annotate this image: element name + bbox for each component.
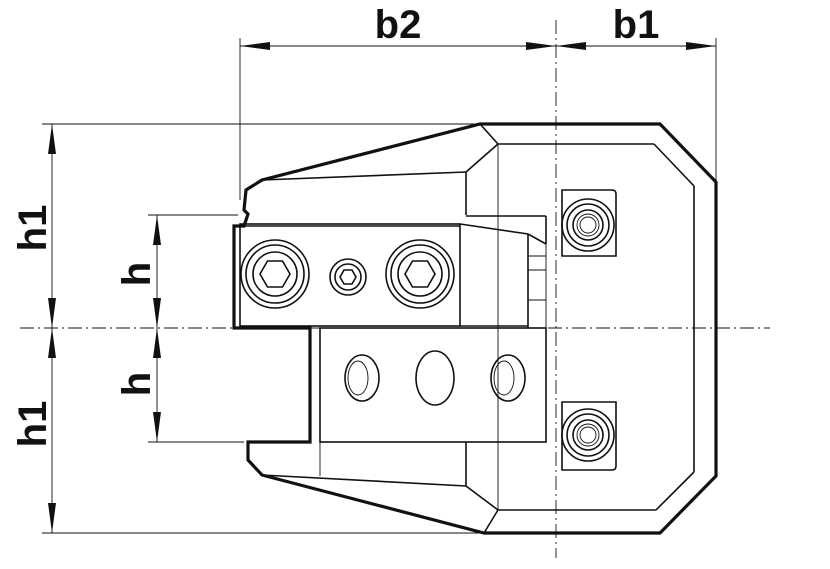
socket-screw-small: [329, 258, 367, 296]
arrow-b1-right: [686, 42, 716, 50]
socket-screw-right: [385, 239, 455, 309]
arrow-b2-left: [240, 42, 270, 50]
holder-body-outline: [232, 122, 718, 535]
lower-hole-center: [415, 350, 455, 406]
arrow-h1-bottom-down: [48, 503, 56, 533]
arrow-h-top-up: [153, 215, 161, 245]
arrow-h-top-down: [153, 298, 161, 328]
arrow-h-bottom-down: [153, 412, 161, 442]
label-h1-bottom: h1: [11, 401, 55, 448]
label-h1-top: h1: [11, 205, 55, 252]
upper-clamp-block: [239, 215, 547, 328]
arrow-b1-left: [556, 42, 586, 50]
arrow-h1-bottom-up: [48, 328, 56, 358]
arrow-b2-right: [526, 42, 556, 50]
lower-hole-left: [344, 354, 380, 402]
socket-screw-left: [240, 239, 310, 309]
label-b1: b1: [613, 3, 660, 47]
label-h-top: h: [115, 262, 159, 286]
lower-block: [319, 327, 547, 476]
label-b2: b2: [375, 3, 422, 47]
lower-hole-right: [490, 354, 526, 402]
arrow-h1-top-up: [48, 124, 56, 154]
body-facets: [261, 123, 695, 534]
label-h-bottom: h: [115, 372, 159, 396]
threaded-insert-top: [561, 189, 617, 257]
arrow-h-bottom-up: [153, 328, 161, 358]
threaded-insert-bottom: [561, 401, 617, 471]
arrow-h1-top-down: [48, 298, 56, 328]
